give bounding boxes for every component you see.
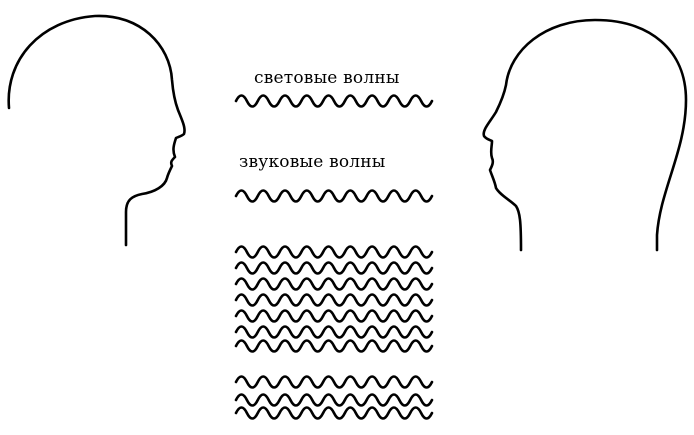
noise-wave (236, 408, 432, 419)
noise-wave (236, 247, 432, 258)
noise-wave (236, 279, 432, 290)
right-head-profile (484, 20, 686, 250)
noise-wave (236, 341, 432, 352)
noise-wave (236, 327, 432, 338)
noise-wave (236, 263, 432, 274)
light-waves-label: световые волны (254, 68, 400, 88)
left-head-profile (9, 16, 185, 245)
light-wave (236, 96, 432, 107)
noise-wave (236, 295, 432, 306)
wave-lines (236, 96, 432, 419)
noise-wave (236, 311, 432, 322)
sound-waves-label: звуковые волны (239, 152, 386, 172)
sound-wave (236, 191, 432, 202)
noise-wave (236, 377, 432, 388)
noise-wave (236, 395, 432, 406)
